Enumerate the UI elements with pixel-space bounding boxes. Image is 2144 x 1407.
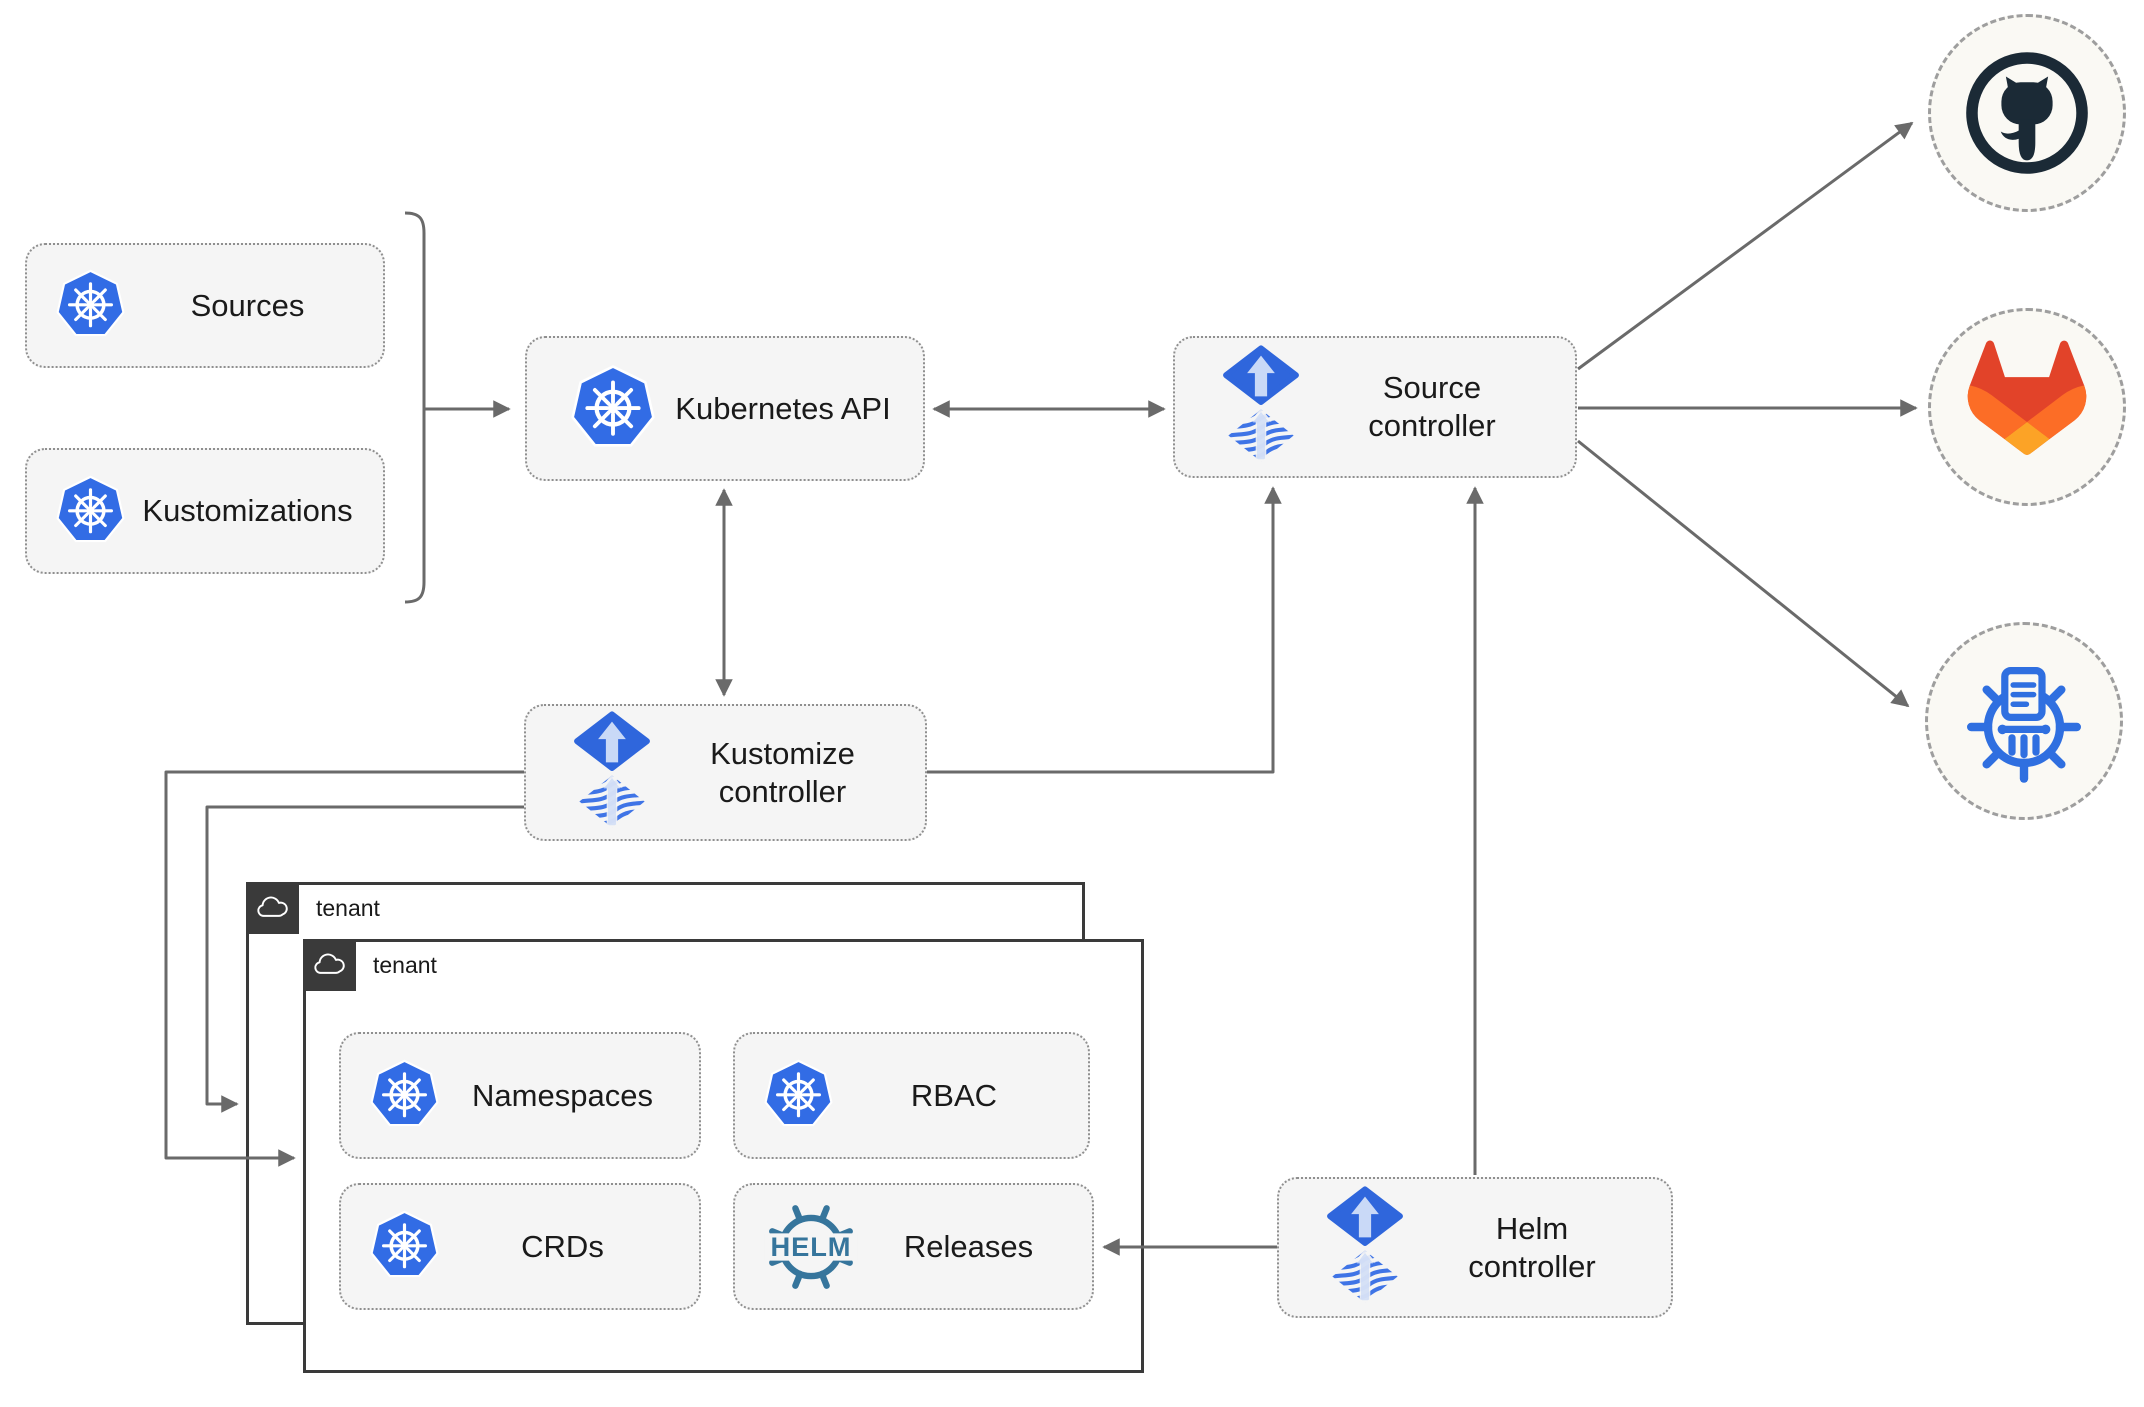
node-rbac: RBAC <box>733 1032 1090 1159</box>
node-label: Sources <box>190 287 305 323</box>
remote-helm-chart-repository <box>1925 622 2123 820</box>
kubernetes-icon <box>367 1058 442 1133</box>
cloud-icon <box>255 895 291 921</box>
node-label: Helm controller <box>1468 1210 1596 1284</box>
arrow-source-to-registry <box>1577 439 1910 708</box>
node-namespaces: Namespaces <box>339 1032 701 1159</box>
remote-gitlab <box>1928 308 2126 506</box>
node-label: RBAC <box>910 1077 998 1113</box>
kubernetes-icon <box>761 1058 836 1133</box>
arrow-source-to-github <box>1577 121 1914 371</box>
node-label: Namespaces <box>472 1077 653 1113</box>
helm-icon: HELM <box>761 1197 861 1297</box>
helm-logo-text: HELM <box>771 1231 852 1262</box>
node-label: Source controller <box>1368 370 1496 443</box>
tenant-tab <box>246 882 299 934</box>
node-kubernetes-api: Kubernetes API <box>525 336 925 481</box>
flux-icon <box>568 711 656 835</box>
kubernetes-icon <box>53 268 128 343</box>
node-crds: CRDs <box>339 1183 701 1310</box>
node-kustomizations: Kustomizations <box>25 448 385 574</box>
node-label: Kustomizations <box>142 493 353 529</box>
arrow-kustomize-to-source-controller <box>927 486 1282 774</box>
node-label: Kubernetes API <box>675 390 891 426</box>
brace-sources-group <box>404 211 426 604</box>
node-helm-controller: Helm controller <box>1277 1177 1673 1318</box>
kubernetes-icon <box>53 474 128 549</box>
cloud-icon <box>312 952 348 978</box>
tenant-label: tenant <box>373 952 437 978</box>
node-releases: HELM Releases <box>733 1183 1094 1310</box>
node-kustomize-controller: Kustomize controller <box>524 704 927 841</box>
node-source-controller: Source controller <box>1173 336 1577 478</box>
flux-icon <box>1321 1186 1409 1310</box>
node-label: CRDs <box>521 1228 604 1264</box>
flux-icon <box>1217 345 1305 469</box>
kubernetes-icon <box>367 1209 442 1284</box>
remote-github <box>1928 14 2126 212</box>
tenant-tab <box>303 939 356 991</box>
github-icon <box>1966 52 2088 174</box>
gitlab-icon <box>1967 340 2087 455</box>
node-label: Kustomize controller <box>710 735 855 809</box>
tenant-label: tenant <box>316 895 380 921</box>
node-label: Releases <box>903 1228 1034 1264</box>
node-sources: Sources <box>25 243 385 368</box>
kubernetes-icon <box>567 363 659 455</box>
helm-chart-repository-icon <box>1967 667 2081 783</box>
